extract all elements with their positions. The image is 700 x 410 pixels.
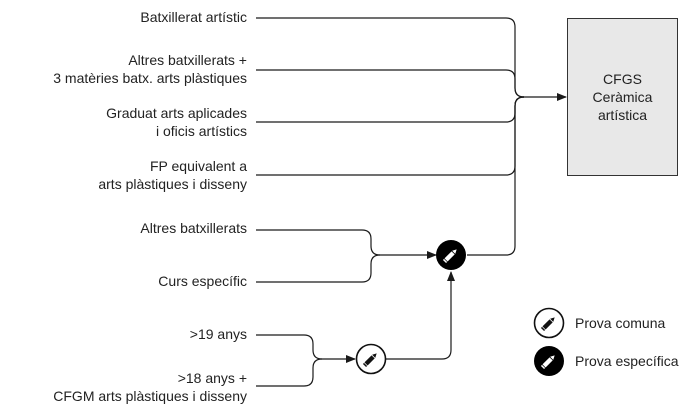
legend-prova-comuna-label: Prova comuna <box>575 315 666 331</box>
connector-altres-batx-3-materies <box>256 69 525 98</box>
source-label-fp-equivalent: FP equivalent a arts plàstiques i dissen… <box>98 158 247 192</box>
source-label-mes-18-cfgm: >18 anys + CFGM arts plàstiques i dissen… <box>53 370 247 404</box>
legend-prova-especifica-label: Prova específica <box>575 353 679 369</box>
source-label-batx-artistic: Batxillerat artístic <box>140 9 247 25</box>
legend-prova-especifica-symbol <box>534 346 564 376</box>
connector-mes-18-cfgm <box>256 358 323 387</box>
prova-comuna-node <box>355 343 387 375</box>
target-box <box>567 18 678 176</box>
connector-altres-batx <box>256 229 381 256</box>
connector-prova-especifica-up <box>467 96 525 256</box>
source-label-graduat-arts-aplicades: Graduat arts aplicades i oficis artístic… <box>106 105 247 139</box>
connector-graduat-arts-aplicades <box>256 96 525 123</box>
source-label-mes-19: >19 anys <box>189 326 247 342</box>
source-label-altres-batx-3-materies: Altres batxillerats + 3 matèries batx. a… <box>53 52 247 86</box>
connector-batx-artistic <box>256 17 525 98</box>
connector-curs-especific <box>256 254 381 283</box>
source-label-curs-especific: Curs específic <box>158 273 247 289</box>
target-label: CFGS Ceràmica artística <box>592 71 653 123</box>
legend-prova-comuna-symbol <box>533 307 565 339</box>
prova-especifica-node <box>436 240 466 270</box>
source-label-altres-batx: Altres batxillerats <box>140 220 247 236</box>
connector-fp-equivalent <box>256 96 525 176</box>
connector-mes-19 <box>256 334 323 360</box>
connector-comuna-to-especifica <box>386 271 455 360</box>
